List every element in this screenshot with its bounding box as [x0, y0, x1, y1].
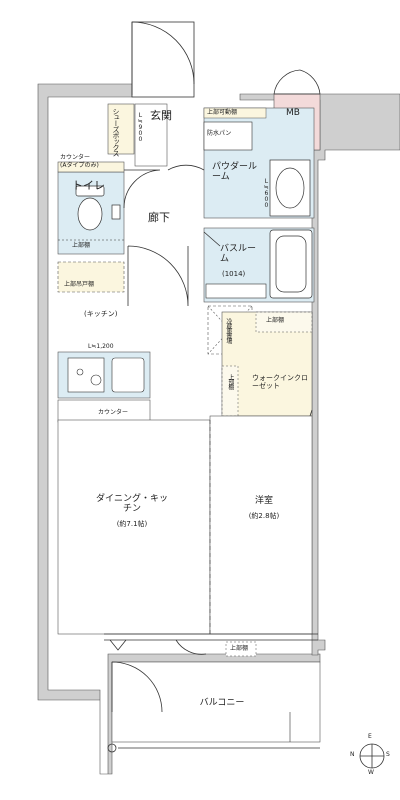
kitchen-sink	[111, 357, 145, 393]
outer-wall	[37, 83, 321, 775]
bath-vanity	[205, 283, 267, 299]
compass	[359, 743, 385, 769]
compass-w: W	[368, 769, 374, 776]
hallway-label: 廊下	[148, 211, 170, 224]
bathtub	[269, 229, 313, 299]
counter-label: カウンター	[98, 409, 129, 416]
dining-room	[57, 419, 211, 635]
mb-doors	[273, 69, 321, 95]
dining-size: (約7.1帖)	[116, 520, 148, 528]
wash-basin	[269, 159, 311, 217]
shoe-box	[107, 103, 135, 155]
counter-note-sub: (Aタイプのみ)	[60, 162, 99, 169]
balcony	[111, 661, 321, 743]
walk-in-closet	[221, 311, 313, 417]
waterproof-pan	[203, 121, 253, 151]
upper-movable-shelf-label: 上部可動棚	[207, 109, 238, 116]
counter-note-title: カウンター	[60, 154, 91, 161]
kitchen-dim: L≒1,200	[88, 343, 114, 350]
hanging-cabinet-label: 上部吊戸棚	[64, 281, 95, 288]
compass-e: E	[368, 733, 372, 740]
mb-label: MB	[286, 108, 300, 118]
western-room	[209, 415, 313, 635]
powder-dim: L≒600	[262, 178, 270, 208]
hanging-cabinet	[57, 261, 125, 293]
entrance-door	[131, 21, 195, 98]
dining-label: ダイニング・キッチン	[95, 494, 168, 515]
entrance-area	[134, 103, 168, 167]
powder-room-label: パウダールーム	[212, 162, 258, 183]
wic-side-shelf-label: 上部棚	[226, 374, 234, 389]
kitchen-label: (キッチン)	[84, 310, 118, 318]
toilet-shelf-label: 上部棚	[72, 242, 91, 249]
toilet-counter	[57, 161, 125, 173]
shoe-box-label: シューズボックス	[112, 108, 121, 156]
balcony-windows	[104, 633, 318, 655]
entrance-label: 玄関	[150, 109, 172, 122]
balcony-label: バルコニー	[199, 698, 245, 708]
bath-door	[203, 231, 221, 247]
toilet-fixture	[75, 185, 121, 231]
lower-shelf	[225, 641, 257, 657]
upper-movable-shelf-box	[203, 107, 267, 119]
compass-s: S	[386, 751, 390, 758]
balcony-rail	[107, 743, 320, 753]
wic-upper-shelf-label: 上部棚	[266, 317, 285, 324]
shoe-box-dim: L≒900	[136, 112, 144, 142]
lower-shelf-label: 上部棚	[230, 645, 249, 652]
western-label: 洋室	[254, 496, 274, 506]
toilet-label: トイレ	[72, 179, 105, 192]
toilet-door	[123, 169, 161, 209]
compass-n: N	[350, 751, 355, 758]
fridge-label: 冷蔵庫置場	[224, 318, 232, 343]
stove	[67, 357, 105, 393]
waterproof-pan-label: 防水パン	[207, 130, 232, 137]
wic-upper-shelf-box	[255, 311, 313, 333]
bath-size: (1014)	[222, 270, 246, 278]
powder-door	[167, 164, 205, 171]
wic-label: ウォークインクローゼット	[252, 374, 308, 391]
western-size: (約2.8帖)	[248, 512, 280, 520]
hall-door	[127, 245, 189, 307]
balcony-doors	[111, 661, 163, 713]
bath-label: バスルーム	[220, 244, 257, 265]
